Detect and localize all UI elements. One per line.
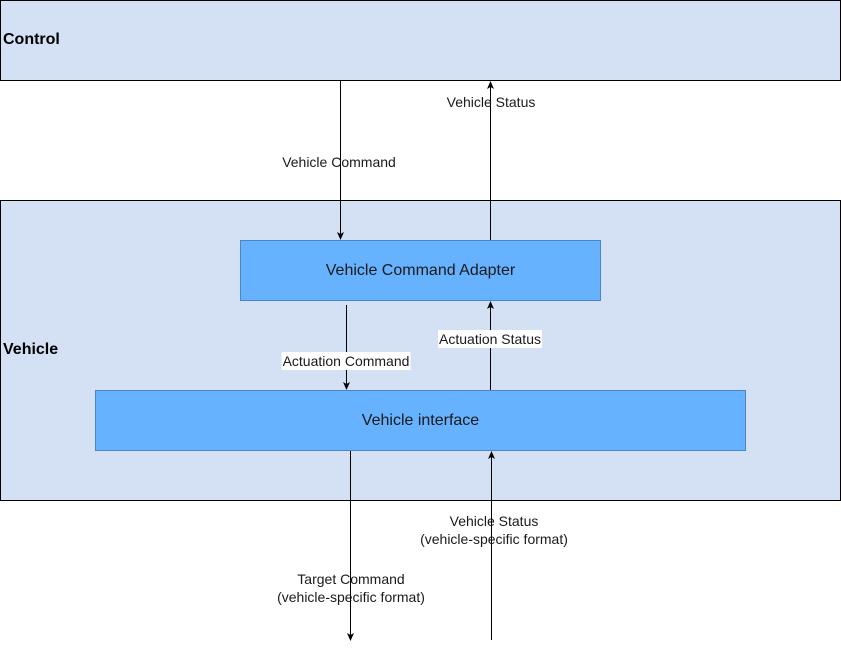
actuation-command-label: Actuation Command <box>281 352 411 370</box>
vehicle-status-top-label: Vehicle Status <box>446 94 536 110</box>
vehicle-command-adapter-node: Vehicle Command Adapter <box>240 240 601 301</box>
actuation-status-label: Actuation Status <box>438 330 542 348</box>
target-command-label: Target Command (vehicle-specific format) <box>277 570 425 606</box>
control-group <box>0 0 841 81</box>
vehicle-interface-node: Vehicle interface <box>95 390 746 451</box>
target-command-line2: (vehicle-specific format) <box>277 589 425 605</box>
control-group-label: Control <box>3 31 60 48</box>
vehicle-status-bottom-line1: Vehicle Status <box>449 513 539 529</box>
target-command-line1: Target Command <box>297 571 405 587</box>
vehicle-status-bottom-label: Vehicle Status (vehicle-specific format) <box>420 512 568 548</box>
vehicle-command-adapter-label: Vehicle Command Adapter <box>325 261 516 279</box>
vehicle-interface-label: Vehicle interface <box>361 411 480 429</box>
vehicle-status-bottom-line2: (vehicle-specific format) <box>420 531 568 547</box>
vehicle-command-label: Vehicle Command <box>282 154 396 170</box>
vehicle-group-label: Vehicle <box>3 341 59 358</box>
